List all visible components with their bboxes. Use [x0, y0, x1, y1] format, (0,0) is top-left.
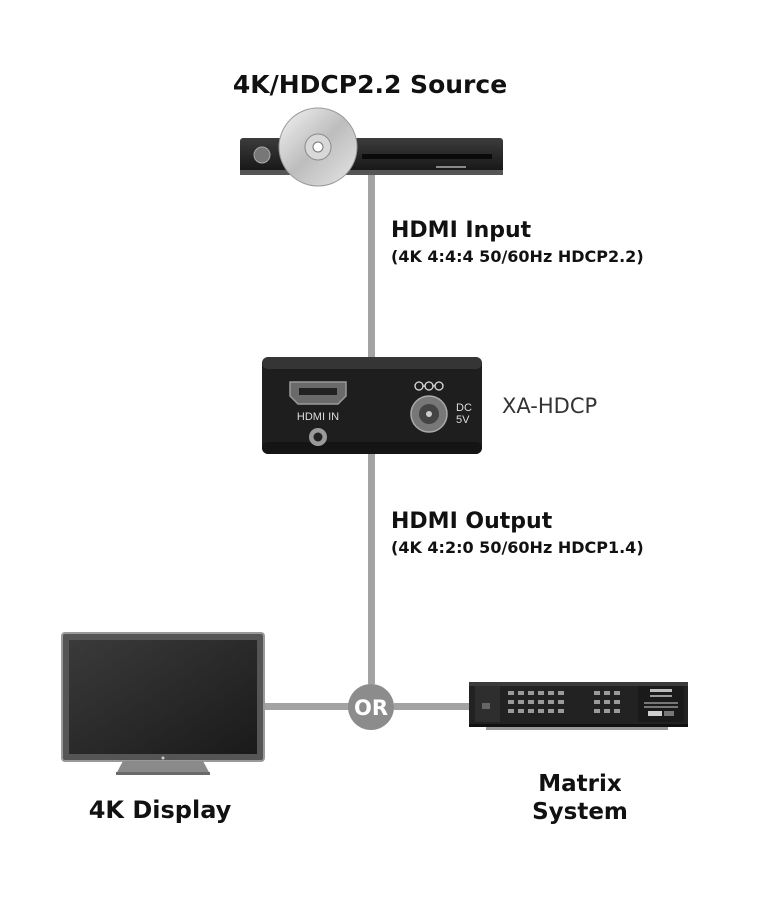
hdmi-in-port: [289, 381, 347, 405]
tv-stand: [116, 761, 210, 774]
dc-power-socket: [410, 395, 448, 433]
cable-lines: [262, 168, 472, 710]
player-front-panel: [240, 170, 503, 175]
cable-junction-to-matrix: [394, 703, 472, 710]
matrix-button-grid: [508, 691, 620, 713]
player-power-button: [253, 146, 271, 164]
matrix-title-line2: System: [532, 799, 628, 825]
port-label-dc-voltage: 5V: [456, 414, 470, 426]
display-tv: [61, 632, 265, 775]
hdmi-output-title: HDMI Output: [391, 509, 553, 534]
tv-screen: [69, 640, 257, 754]
matrix-title-line1: Matrix: [538, 771, 622, 797]
device-body: [262, 357, 482, 454]
or-junction: OR: [348, 684, 394, 730]
port-label-hdmi-in: HDMI IN: [297, 411, 339, 423]
matrix-title: Matrix System: [500, 770, 660, 826]
device-name-label: XA-HDCP: [502, 394, 598, 418]
source-title: 4K/HDCP2.2 Source: [232, 70, 508, 99]
matrix-system-device: [469, 682, 688, 730]
hdmi-input-title: HDMI Input: [391, 218, 532, 243]
player-disc-slot: [362, 154, 492, 159]
port-label-dc: DC: [456, 402, 472, 414]
cable-junction-to-display: [262, 703, 350, 710]
display-title: 4K Display: [88, 796, 232, 824]
player-led: [436, 166, 466, 168]
disc-icon: [278, 107, 358, 187]
xa-hdcp-device: HDMI IN DC 5V: [262, 357, 482, 454]
cable-device-to-junction: [368, 452, 375, 684]
cable-source-to-device: [368, 168, 375, 363]
audio-jack: [309, 428, 327, 446]
junction-label: OR: [354, 696, 388, 720]
hdmi-output-spec: (4K 4:2:0 50/60Hz HDCP1.4): [391, 538, 644, 557]
hdmi-input-spec: (4K 4:4:4 50/60Hz HDCP2.2): [391, 247, 644, 266]
polarity-symbol-icon: [414, 381, 444, 391]
